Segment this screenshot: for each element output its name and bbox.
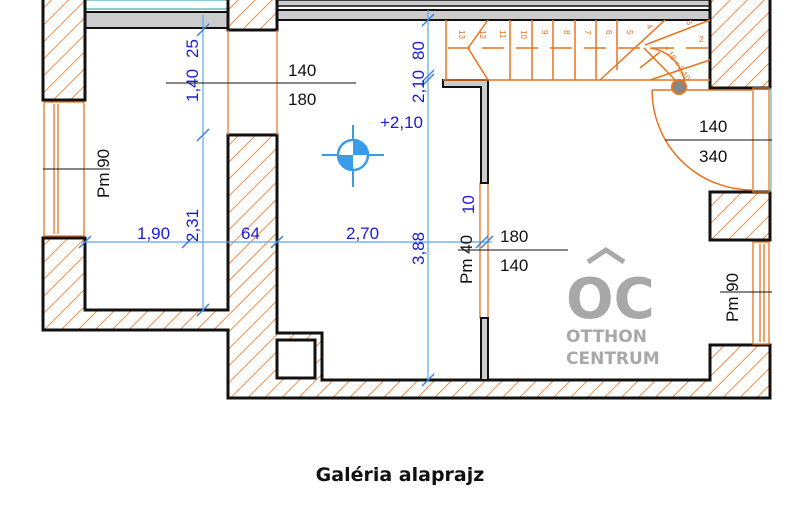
step-number: 5 <box>625 30 634 35</box>
dim-25: 25 <box>183 39 202 58</box>
step-number: 12 <box>478 30 487 39</box>
watermark-line1: OTTHON <box>566 327 647 347</box>
dim-10: 10 <box>459 195 478 214</box>
stair-formula: × 18 = 2,10 <box>661 44 692 83</box>
staircase <box>443 19 753 191</box>
level-label: +2,10 <box>380 113 423 132</box>
step-number: 9 <box>540 30 549 35</box>
step-number: 10 <box>519 30 528 39</box>
step-number: 8 <box>562 30 571 35</box>
step-number: 2 <box>699 35 704 44</box>
opening-left-top-top: 140 <box>288 61 316 80</box>
dim-388: 3,88 <box>409 232 428 265</box>
wall-bottom <box>41 133 772 400</box>
opening-middle-bottom: 140 <box>500 256 528 275</box>
stair-step-numbers: 13 12 11 10 9 8 7 6 5 4 3 2 × 18 = 2,10 <box>457 19 704 83</box>
dim-140: 1,40 <box>183 69 202 102</box>
dimension-lines <box>78 10 494 387</box>
wall-left-top <box>41 0 87 102</box>
top-glazing <box>67 0 711 29</box>
watermark-logo: OC OTTHON CENTRUM <box>566 246 660 369</box>
window-middle-label: Pm 40 <box>457 235 476 284</box>
watermark-line2: CENTRUM <box>566 349 660 369</box>
dim-231: 2,31 <box>183 209 202 242</box>
step-number: 4 <box>644 23 654 32</box>
dim-270: 2,70 <box>346 224 379 243</box>
step-number: 11 <box>498 30 507 39</box>
wall-top-right <box>708 0 772 90</box>
opening-right-top-bottom: 340 <box>699 147 727 166</box>
shaft <box>275 338 317 380</box>
partition-wall <box>442 79 489 381</box>
step-number: 3 <box>684 19 694 28</box>
level-marker-icon <box>322 125 384 187</box>
walls <box>41 0 772 400</box>
window-left-label: Pm 90 <box>94 149 113 198</box>
stair-post <box>671 79 687 95</box>
dimension-texts: 25 1,40 2,31 1,90 64 2,70 80 2,10 +2,10 … <box>137 39 478 265</box>
window-right-label: Pm 90 <box>723 273 742 322</box>
watermark-monogram: OC <box>566 267 655 332</box>
wall-right-pier <box>708 190 772 242</box>
wall-top-middle <box>226 0 279 32</box>
step-number: 6 <box>604 30 613 35</box>
opening-labels: 140 180 140 340 180 140 Pm 90 Pm 90 Pm 4… <box>43 61 772 322</box>
opening-right-top-top: 140 <box>699 117 727 136</box>
dim-210: 2,10 <box>409 70 428 103</box>
step-number: 13 <box>457 30 466 39</box>
step-number: 7 <box>583 30 592 35</box>
plan-caption: Galéria alaprajz <box>315 464 485 486</box>
opening-left-top-bottom: 180 <box>288 90 316 109</box>
dim-190: 1,90 <box>137 224 170 243</box>
opening-middle-top: 180 <box>500 227 528 246</box>
dim-64: 64 <box>241 224 260 243</box>
dim-80: 80 <box>409 41 428 60</box>
